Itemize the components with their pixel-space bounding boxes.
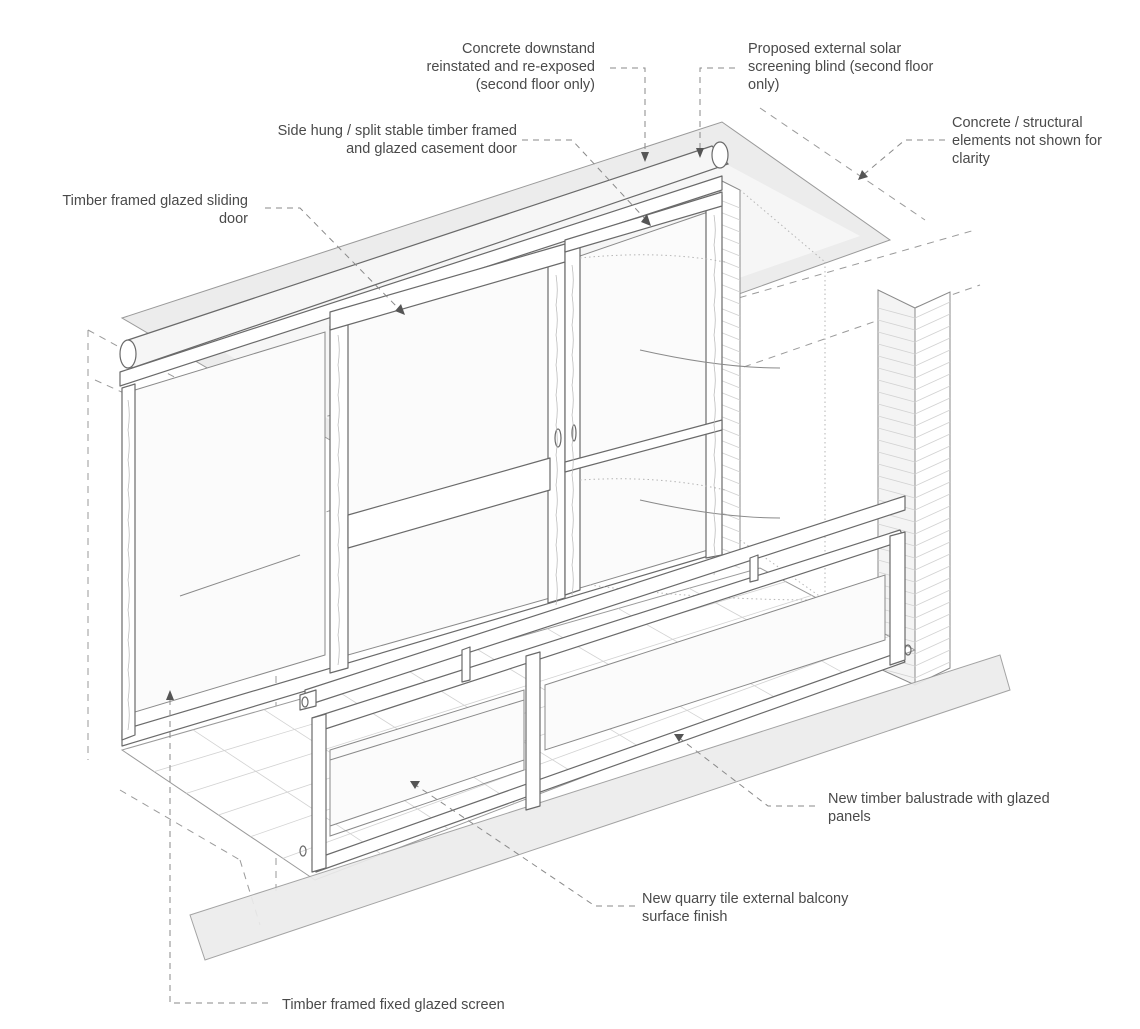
label-solar-screening-blind: Proposed external solar screening blind …: [748, 41, 934, 93]
leader-arrowhead: [410, 781, 420, 789]
leader-arrowhead: [641, 152, 649, 162]
brick-pier: [877, 289, 951, 686]
leader-arrowhead: [395, 304, 405, 315]
label-sliding-door: Timber framed glazed sliding door: [62, 193, 248, 227]
leader-arrowhead: [696, 148, 704, 158]
label-casement-door: Side hung / split stable timber framed a…: [277, 123, 517, 157]
solar-screening-blind: [119, 141, 730, 369]
door-assembly: [119, 175, 821, 747]
leader-arrowhead: [674, 734, 684, 742]
leader-arrowhead: [858, 170, 868, 180]
label-fixed-glazed-screen: Timber framed fixed glazed screen: [282, 997, 505, 1013]
label-structural-elements: Concrete / structural elements not shown…: [952, 115, 1102, 167]
leader-arrowhead: [641, 214, 651, 226]
label-concrete-downstand: Concrete downstand reinstated and re-exp…: [426, 41, 595, 93]
label-timber-balustrade: New timber balustrade with glazed panels: [828, 791, 1050, 825]
leader-arrowhead: [166, 690, 174, 700]
timber-balustrade: [299, 495, 912, 873]
label-quarry-tile-finish: New quarry tile external balcony surface…: [642, 891, 849, 925]
leader-lines: [166, 67, 945, 1004]
